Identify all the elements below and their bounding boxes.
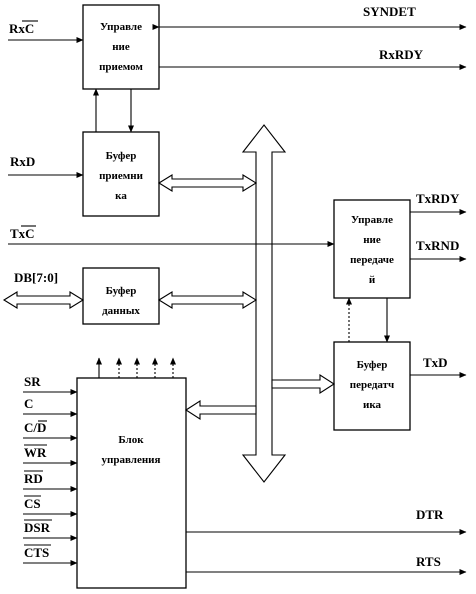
label-cts: CTS: [24, 545, 49, 560]
tx-control-line-1: Управле: [351, 214, 393, 226]
control-input-labels: SR C C/D WR RD CS DSR CTS: [24, 374, 52, 560]
data-buffer-line-1: Буфер: [106, 285, 137, 297]
rx-buffer-line-1: Буфер: [106, 150, 137, 162]
data-buffer-block: Буфер данных: [82, 267, 160, 325]
label-db: DB[7:0]: [14, 270, 58, 285]
label-dtr: DTR: [416, 507, 444, 522]
control-line-2: управления: [102, 454, 161, 466]
control-output-arrows: [96, 357, 176, 378]
tx-control-line-3: передачe: [350, 254, 394, 266]
label-rxc: RxC: [9, 21, 34, 36]
rx-control-line-2: ние: [112, 41, 130, 53]
label-dsr: DSR: [24, 520, 51, 535]
label-cs: CS: [24, 496, 41, 511]
label-sr: SR: [24, 374, 41, 389]
bus-to-control-arrow: [184, 399, 257, 421]
tx-buffer-line-3: ика: [363, 399, 382, 411]
rx-buffer-line-3: ка: [115, 190, 127, 202]
rx-buffer-bus-arrow: [157, 174, 258, 192]
label-txrnd: TxRND: [416, 238, 459, 253]
rx-control-line-1: Управле: [100, 21, 142, 33]
label-txc: TxC: [10, 226, 35, 241]
label-wr: WR: [24, 445, 47, 460]
label-txd: TxD: [423, 355, 448, 370]
rx-buffer-line-2: приемни: [99, 170, 144, 182]
control-line-1: Блок: [118, 434, 144, 446]
label-syndet: SYNDET: [363, 4, 416, 19]
label-rxrdy: RxRDY: [379, 47, 424, 62]
label-rts: RTS: [416, 554, 441, 569]
label-c: C: [24, 396, 33, 411]
rx-control-line-3: приемом: [99, 61, 143, 73]
label-rd: RD: [24, 471, 43, 486]
control-input-lines: [23, 389, 78, 566]
data-buffer-bus-arrow: [157, 291, 258, 309]
label-rxd: RxD: [10, 154, 35, 169]
main-bus-arrow: [241, 124, 287, 483]
label-cd: C/D: [24, 420, 46, 435]
bus-to-tx-buffer-arrow: [271, 373, 336, 395]
rx-buffer-block: Буфер приемни ка: [82, 131, 160, 217]
rx-control-block: Управле ние приемом: [82, 4, 160, 90]
tx-buffer-line-2: передатч: [350, 379, 394, 391]
label-txrdy: TxRDY: [416, 191, 460, 206]
data-buffer-line-2: данных: [102, 305, 140, 317]
tx-control-line-4: й: [369, 274, 376, 286]
tx-buffer-block: Буфер передатч ика: [333, 341, 411, 431]
tx-buffer-line-1: Буфер: [357, 359, 388, 371]
control-block: Блок управления: [76, 377, 187, 589]
db-bus-arrow: [2, 291, 85, 309]
tx-control-line-2: ние: [363, 234, 381, 246]
tx-control-block: Управле ние передачe й: [333, 199, 411, 299]
